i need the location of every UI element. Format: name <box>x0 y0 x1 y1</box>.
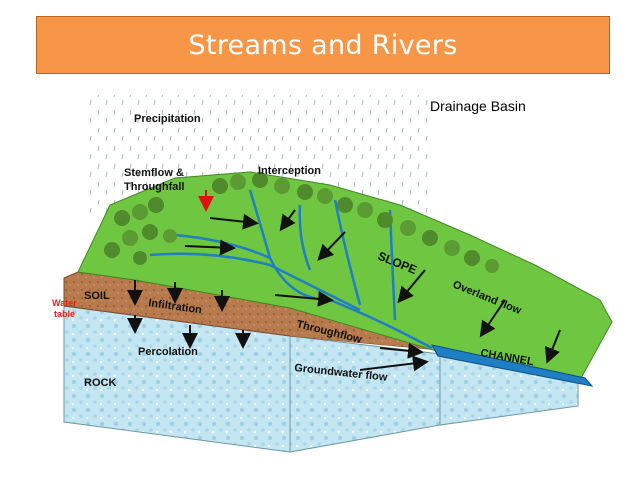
diagram-subtitle: Drainage Basin <box>430 98 526 114</box>
label-rock: ROCK <box>84 377 116 389</box>
title-bar: Streams and Rivers <box>36 16 610 74</box>
river-channel <box>431 344 594 387</box>
label-precipitation: Precipitation <box>134 113 201 125</box>
label-percolation: Percolation <box>138 346 198 358</box>
rock-right <box>289 335 441 453</box>
label-water-table-1: Water <box>52 298 77 308</box>
tree-icon <box>104 172 499 273</box>
label-interception: Interception <box>258 165 321 177</box>
label-soil: SOIL <box>84 290 110 302</box>
flow-arrow-icon <box>127 209 561 372</box>
label-stemflow-2: Throughfall <box>124 181 185 193</box>
label-water-table-2: table <box>54 309 75 319</box>
page-title: Streams and Rivers <box>188 29 458 61</box>
label-stemflow-1: Stemflow & <box>124 167 184 179</box>
grass-surface <box>77 171 613 381</box>
